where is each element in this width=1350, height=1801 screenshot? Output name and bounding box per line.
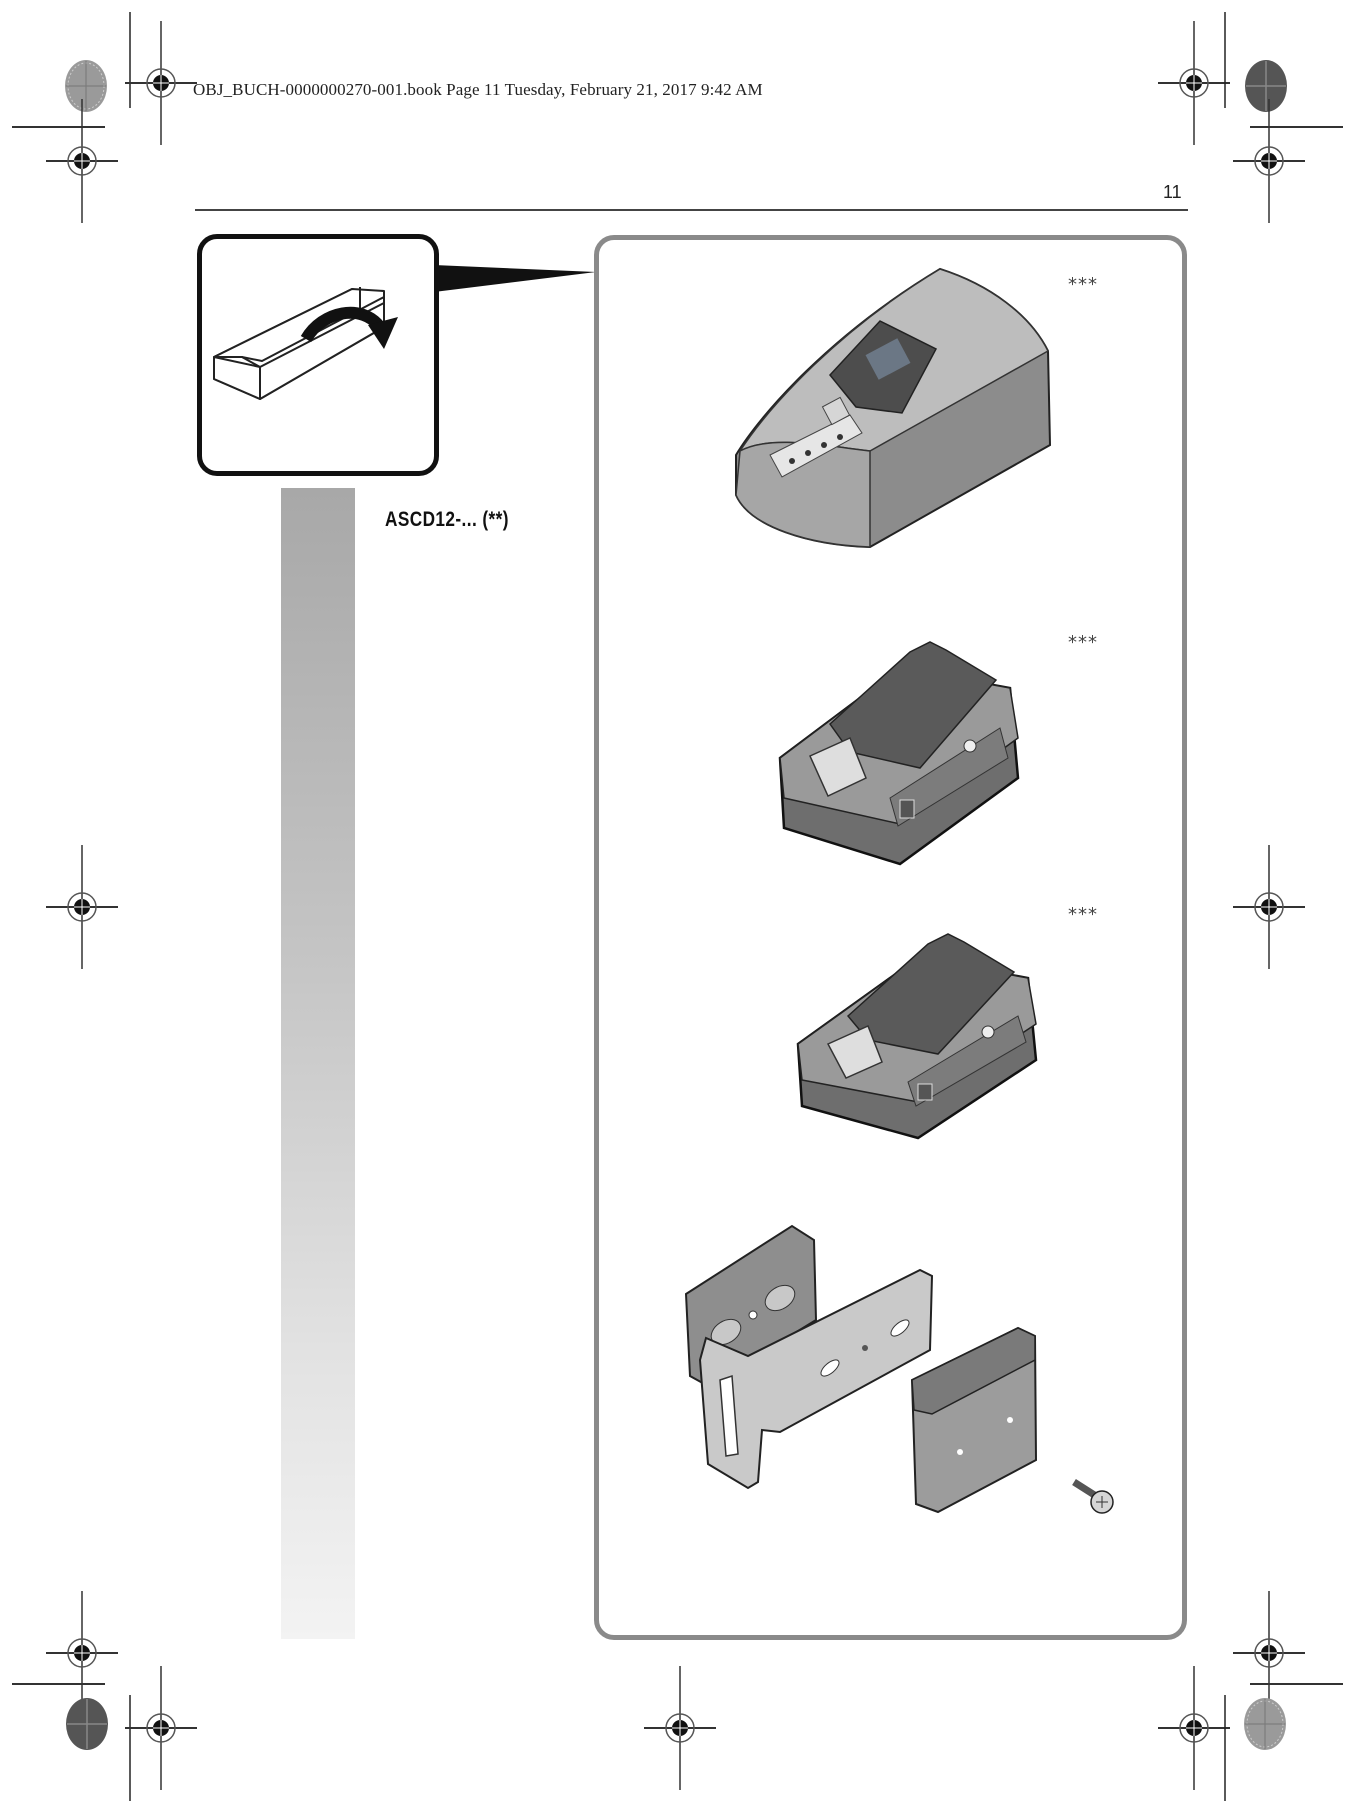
screw-icon [1072, 1479, 1114, 1514]
callout-pointer [434, 265, 596, 292]
battery-pack-small-illustration [796, 933, 1038, 1140]
model-label: ASCD12-... (**) [385, 508, 509, 531]
battery-pack-large-illustration [778, 641, 1020, 866]
note-stars-battery-small: *** [1068, 904, 1098, 925]
battery-charger-illustration [735, 267, 1052, 549]
side-gradient-bar [281, 488, 355, 1639]
note-stars-battery-large: *** [1068, 632, 1098, 653]
belt-clip-kit-illustration [684, 1224, 1114, 1514]
header-rule [195, 209, 1188, 211]
page-number: 11 [1163, 182, 1182, 202]
open-box-icon [213, 287, 398, 400]
print-slug: OBJ_BUCH-0000000270-001.book Page 11 Tue… [193, 80, 763, 99]
unpack-icon-panel [197, 234, 439, 476]
note-stars-charger: *** [1068, 274, 1098, 295]
